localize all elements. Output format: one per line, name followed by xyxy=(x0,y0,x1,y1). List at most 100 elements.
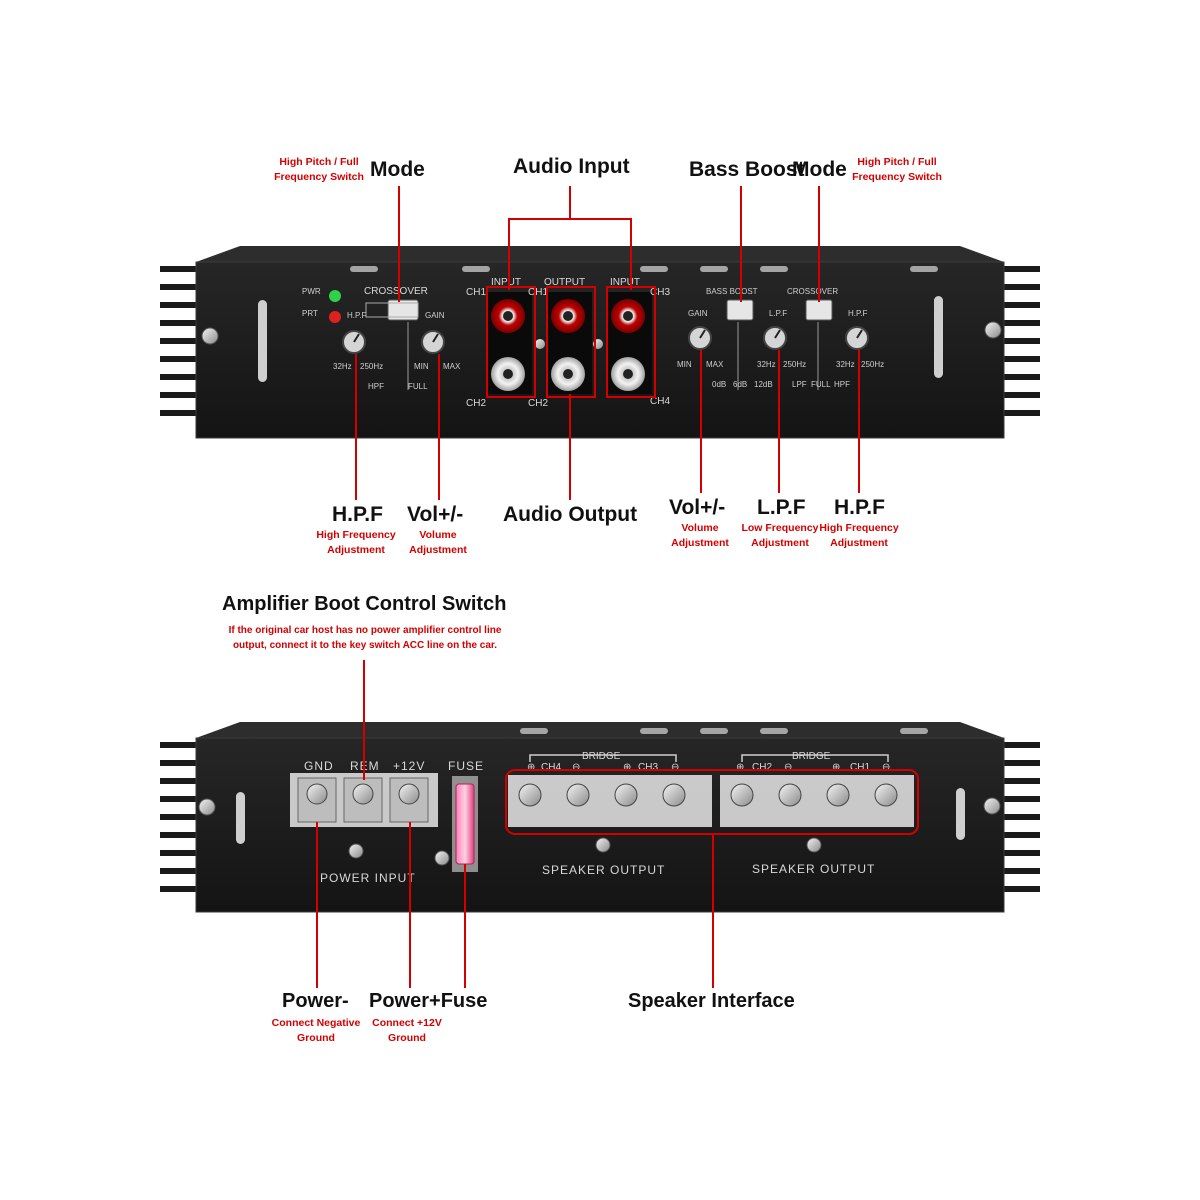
vol-right-desc-line2: Adjustment xyxy=(671,537,729,549)
bass-boost-label: BASS BOOST xyxy=(706,287,758,296)
hpf-left-desc: High Frequency Adjustment xyxy=(306,528,406,558)
prt-label: PRT xyxy=(302,309,318,318)
power-input-label: POWER INPUT xyxy=(320,871,416,885)
speaker-terminal-screw-icon[interactable] xyxy=(518,783,542,807)
power-fuse-desc-line2: Ground xyxy=(388,1032,426,1044)
speaker-interface-title: Speaker Interface xyxy=(628,990,795,1012)
ch4-speaker-label: CH4 xyxy=(541,762,561,773)
12v-terminal-screw-icon[interactable] xyxy=(398,783,420,805)
mode-left-desc-line2: Frequency Switch xyxy=(274,171,364,183)
lpf-min-label: 32Hz xyxy=(757,360,776,369)
fuse-pointer xyxy=(464,864,466,988)
mode-right-desc-line1: High Pitch / Full xyxy=(857,156,937,168)
power-fuse-desc: Connect +12V Ground xyxy=(358,1016,456,1046)
hpf-left-desc-line1: High Frequency xyxy=(316,529,396,541)
ch4-label: CH4 xyxy=(650,396,670,407)
hpf-label-right: H.P.F xyxy=(848,309,868,318)
hpf-right-desc: High Frequency Adjustment xyxy=(816,521,902,551)
boot-switch-title: Amplifier Boot Control Switch xyxy=(222,593,507,615)
hpf-right-pointer xyxy=(858,350,860,493)
vol-left-pointer xyxy=(438,354,440,500)
speaker-terminals xyxy=(518,783,898,807)
heat-fins-left xyxy=(160,266,196,416)
ch1-plus-icon: ⊕ xyxy=(832,762,840,773)
hpf-max-label-right: 250Hz xyxy=(861,360,884,369)
full-mode-label: FULL xyxy=(408,382,428,391)
screw-icon xyxy=(198,798,216,816)
speaker-terminal-screw-icon[interactable] xyxy=(826,783,850,807)
vol-right-desc-line1: Volume xyxy=(681,522,719,534)
boot-switch-desc-line1: If the original car host has no power am… xyxy=(228,625,502,636)
bass-boost-switch[interactable] xyxy=(726,299,754,321)
output-label: OUTPUT xyxy=(544,277,585,288)
gain-min-label: MIN xyxy=(414,362,429,371)
vol-right-desc: Volume Adjustment xyxy=(660,521,740,551)
screw-icon xyxy=(984,321,1002,339)
screw-icon xyxy=(535,339,545,349)
audio-output-box xyxy=(546,286,596,398)
speaker-terminal-screw-icon[interactable] xyxy=(874,783,898,807)
db6-label: 6dB xyxy=(733,380,747,389)
ch3-label: CH3 xyxy=(650,287,670,298)
gain-label-left: GAIN xyxy=(425,311,445,320)
hpf-right-title: H.P.F xyxy=(834,496,885,519)
ch4-plus-icon: ⊕ xyxy=(527,762,535,773)
mode-right-pointer xyxy=(818,186,820,302)
rem-terminal-screw-icon[interactable] xyxy=(352,783,374,805)
power-fuse-title: Power+Fuse xyxy=(369,990,488,1012)
ch2-minus-icon: ⊖ xyxy=(784,762,792,773)
vol-left-desc-line2: Adjustment xyxy=(409,544,467,556)
screw-icon xyxy=(983,797,1001,815)
mode-left-title: Mode xyxy=(370,158,425,181)
speaker-terminal-screw-icon[interactable] xyxy=(662,783,686,807)
audio-input-title: Audio Input xyxy=(513,155,630,178)
speaker-terminal-screw-icon[interactable] xyxy=(614,783,638,807)
ch3-plus-icon: ⊕ xyxy=(623,762,631,773)
hpf-left-title: H.P.F xyxy=(332,503,383,526)
audio-output-title: Audio Output xyxy=(503,503,638,526)
power-neg-desc: Connect Negative Ground xyxy=(266,1016,366,1046)
lpf-desc: Low Frequency Adjustment xyxy=(738,521,822,551)
ch1-minus-icon: ⊖ xyxy=(882,762,890,773)
lpf-desc-line1: Low Frequency xyxy=(741,522,819,534)
fuse-label: FUSE xyxy=(448,759,484,773)
lpf-title: L.P.F xyxy=(757,496,806,519)
mode-right-desc-line2: Frequency Switch xyxy=(852,171,942,183)
bridge-label-left: BRIDGE xyxy=(582,751,621,762)
prt-led-icon xyxy=(329,311,341,323)
speaker-terminal-screw-icon[interactable] xyxy=(730,783,754,807)
mode-right-desc: High Pitch / Full Frequency Switch xyxy=(848,155,946,185)
crossover-label-right: CROSSOVER xyxy=(787,287,838,296)
screw-icon xyxy=(434,850,450,866)
gnd-terminal-screw-icon[interactable] xyxy=(306,783,328,805)
power-neg-desc-line1: Connect Negative xyxy=(271,1017,361,1029)
ch2-label-in: CH2 xyxy=(466,398,486,409)
heat-fins-right xyxy=(1004,266,1040,416)
12v-label: +12V xyxy=(393,759,425,773)
hpf-right-desc-line2: Adjustment xyxy=(830,537,888,549)
fuse-icon[interactable] xyxy=(455,783,475,865)
audio-input-box-left xyxy=(486,286,536,398)
audio-output-pointer xyxy=(569,394,571,500)
rca-jacks xyxy=(486,292,652,394)
audio-input-pointer xyxy=(569,186,571,220)
crossover-switch-right[interactable] xyxy=(805,299,833,321)
power-neg-pointer xyxy=(316,822,318,988)
hpf-left-pointer xyxy=(355,354,357,500)
lpf-label: L.P.F xyxy=(769,309,787,318)
speaker-terminal-screw-icon[interactable] xyxy=(778,783,802,807)
vol-left-title: Vol+/- xyxy=(407,503,464,526)
lpf-desc-line2: Adjustment xyxy=(751,537,809,549)
speaker-interface-pointer xyxy=(712,833,714,988)
gain-max-label: MAX xyxy=(443,362,461,371)
power-neg-desc-line2: Ground xyxy=(297,1032,335,1044)
gain-label-right: GAIN xyxy=(688,309,708,318)
vol-right-title: Vol+/- xyxy=(669,496,726,519)
heat-fins-left-bottom xyxy=(160,742,196,892)
speaker-output-label-left: SPEAKER OUTPUT xyxy=(542,863,665,877)
mode-left-desc-line1: High Pitch / Full xyxy=(279,156,359,168)
hpf-label-left: H.P.F xyxy=(347,311,367,320)
speaker-terminal-screw-icon[interactable] xyxy=(566,783,590,807)
vol-right-pointer xyxy=(700,350,702,493)
